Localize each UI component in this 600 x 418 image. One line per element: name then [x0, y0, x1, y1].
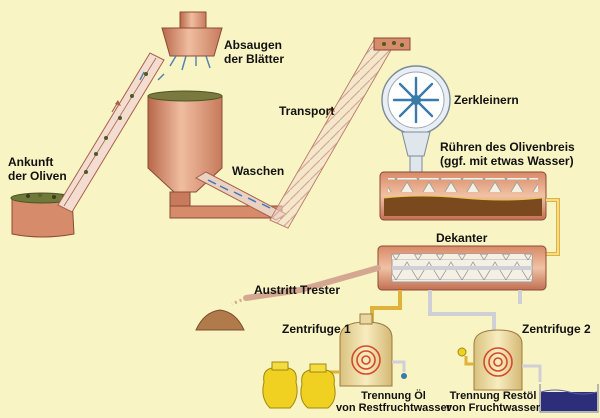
washing-tank	[147, 90, 288, 221]
centrifuge-1	[316, 313, 407, 387]
arrival-bin	[10, 192, 75, 238]
label-arrival-line1: Ankunft	[8, 155, 54, 169]
label-arrival-line2: der Oliven	[8, 169, 67, 183]
label-decanter: Dekanter	[436, 231, 488, 245]
label-leaves-line1: Absaugen	[224, 38, 283, 52]
label-arrival: Ankunft der Oliven	[8, 155, 67, 183]
suction-hood	[139, 11, 223, 81]
label-separation-2-line1: Trennung Restöl	[449, 390, 537, 402]
label-leaves-line2: der Blätter	[224, 52, 285, 66]
centrifuge-2	[457, 329, 542, 391]
label-transport: Transport	[279, 104, 335, 118]
oil-jars	[262, 361, 336, 409]
water-basin	[539, 384, 599, 413]
label-pomace: Austritt Trester	[254, 283, 341, 297]
pomace-outlet	[195, 265, 381, 331]
label-separation-2-line2: von Fruchtwasser	[446, 402, 541, 414]
label-wash: Waschen	[232, 164, 285, 178]
label-separation-2: Trennung Restöl von Fruchtwasser	[446, 390, 540, 414]
label-stir: Rühren des Olivenbreis (ggf. mit etwas W…	[440, 140, 575, 168]
label-leaves: Absaugen der Blätter	[224, 38, 284, 66]
label-crush: Zerkleinern	[454, 93, 519, 107]
label-centrifuge-1: Zentrifuge 1	[282, 322, 351, 336]
label-separation-1-line2: von Restfruchtwasser	[336, 402, 451, 414]
label-centrifuge-2: Zentrifuge 2	[522, 322, 591, 336]
crusher	[381, 65, 451, 173]
label-stir-line2: (ggf. mit etwas Wasser)	[440, 154, 574, 168]
conveyor-1	[57, 52, 165, 213]
label-separation-1: Trennung Öl von Restfruchtwasser	[336, 390, 451, 414]
decanter	[377, 245, 547, 291]
malaxer-drum	[379, 171, 547, 221]
conveyor-transport	[269, 37, 411, 229]
label-separation-1-line1: Trennung Öl	[361, 390, 426, 402]
label-stir-line1: Rühren des Olivenbreis	[440, 140, 575, 154]
